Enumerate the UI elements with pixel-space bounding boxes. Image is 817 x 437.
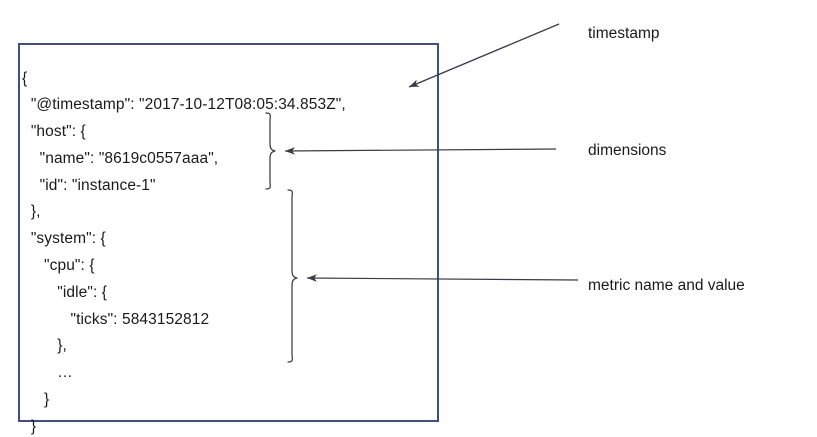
annotation-label-timestamp: timestamp (588, 25, 660, 42)
json-line-10: }, (22, 337, 67, 355)
json-line-7: "cpu": { (22, 257, 95, 275)
json-line-13: } (22, 417, 37, 435)
json-line-6: "system": { (22, 230, 106, 248)
json-line-8: "idle": { (22, 283, 108, 301)
json-line-11: … (22, 364, 73, 382)
json-line-3: "name": "8619c0557aaa", (22, 149, 219, 167)
json-document-code: { "@timestamp": "2017-10-12T08:05:34.853… (22, 66, 442, 437)
annotation-label-dimensions: dimensions (588, 142, 667, 159)
json-document-box (18, 43, 439, 422)
annotation-label-metric: metric name and value (588, 277, 745, 294)
json-line-12: } (22, 391, 50, 409)
json-line-2: "host": { (22, 123, 86, 141)
json-line-5: }, (22, 203, 41, 221)
json-line-4: "id": "instance-1" (22, 176, 156, 194)
json-line-1: "@timestamp": "2017-10-12T08:05:34.853Z"… (22, 96, 346, 114)
json-line-9: "ticks": 5843152812 (22, 310, 210, 328)
json-line-0: { (22, 69, 28, 87)
